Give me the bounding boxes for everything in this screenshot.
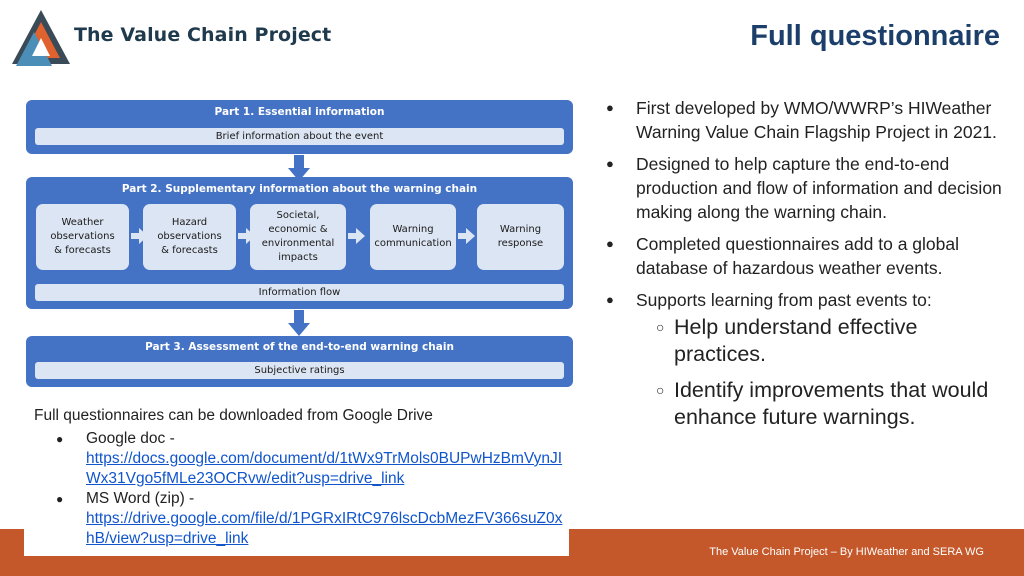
bullet-icon: ● xyxy=(606,156,614,171)
google-doc-link[interactable]: https://docs.google.com/document/d/1tWx9… xyxy=(86,450,563,487)
part3-title: Part 3. Assessment of the end-to-end war… xyxy=(145,341,454,353)
sub-list-item: ○Identify improvements that would enhanc… xyxy=(656,378,989,429)
stage-box-weather: Weather observations & forecasts xyxy=(36,204,129,270)
downloads-heading: Full questionnaires can be downloaded fr… xyxy=(34,407,433,424)
hollow-bullet-icon: ○ xyxy=(656,382,665,398)
ms-word-link[interactable]: https://drive.google.com/file/d/1PGRxIRt… xyxy=(86,510,563,547)
list-item: ●Completed questionnaires add to a globa… xyxy=(606,234,959,278)
bullet-icon: ● xyxy=(606,236,614,251)
down-arrow-icon xyxy=(288,310,310,336)
bullet-icon: ● xyxy=(56,432,64,446)
stage-box-impacts: Societal, economic & environmental impac… xyxy=(250,204,346,270)
page-title: Full questionnaire xyxy=(750,20,1000,52)
downloads-box: Full questionnaires can be downloaded fr… xyxy=(24,399,569,556)
part1-panel: Part 1. Essential information Brief info… xyxy=(26,100,573,154)
list-item: ●First developed by WMO/WWRP’s HIWeather… xyxy=(606,98,997,142)
bullet-icon: ● xyxy=(606,100,614,115)
brand-name: The Value Chain Project xyxy=(74,24,332,46)
right-arrow-icon xyxy=(458,228,475,244)
part2-title: Part 2. Supplementary information about … xyxy=(121,183,478,195)
triangle-logo-icon xyxy=(12,10,70,66)
bullet-list: ●First developed by WMO/WWRP’s HIWeather… xyxy=(606,96,1014,440)
download-label: Google doc - xyxy=(86,430,175,447)
bullet-icon: ● xyxy=(56,492,64,506)
sub-list-item: ○Help understand effective practices. xyxy=(656,315,918,366)
part3-panel: Part 3. Assessment of the end-to-end war… xyxy=(26,336,573,387)
download-label: MS Word (zip) - xyxy=(86,490,195,507)
stage-box-hazard: Hazard observations & forecasts xyxy=(143,204,236,270)
part1-title: Part 1. Essential information xyxy=(214,106,385,118)
part3-bar: Subjective ratings xyxy=(35,362,564,379)
part2-bar: Information flow xyxy=(35,284,564,301)
hollow-bullet-icon: ○ xyxy=(656,319,665,335)
list-item: ●Designed to help capture the end-to-end… xyxy=(606,154,1002,222)
right-arrow-icon xyxy=(348,228,365,244)
stage-box-communication: Warning communication xyxy=(370,204,456,270)
bullet-icon: ● xyxy=(606,292,614,307)
part1-bar: Brief information about the event xyxy=(35,128,564,145)
list-item: ●Supports learning from past events to: xyxy=(606,290,932,310)
stage-box-response: Warning response xyxy=(477,204,564,270)
down-arrow-icon xyxy=(288,155,310,181)
footer-text: The Value Chain Project – By HIWeather a… xyxy=(709,546,984,558)
warning-chain-diagram: Part 1. Essential information Brief info… xyxy=(26,100,573,387)
